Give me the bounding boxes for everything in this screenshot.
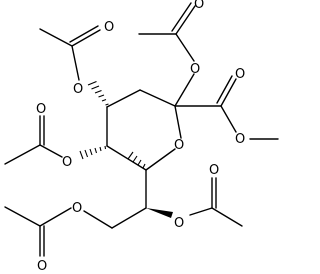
bond-ester-c-o-double-a: [220, 78, 237, 107]
bond-c7-ch2: [111, 207, 147, 229]
bond-acetoxy8-c-ch3: [4, 206, 41, 227]
bond-ch2-o: [83, 210, 113, 229]
atom-o-c5-acetoxy: O: [62, 155, 72, 170]
atom-o-side-acetoxy: O: [174, 216, 184, 231]
solid-wedge-c7-o: [146, 208, 173, 218]
bond-c3-c2: [139, 89, 176, 107]
bond-c2-o-ring: [174, 105, 182, 139]
atom-o-ester-methoxy: O: [235, 132, 245, 147]
molecule-structure: O O O O O O O O O O O O O: [4, 0, 279, 274]
atom-o-c4-acetoxy-carbonyl: O: [104, 20, 114, 35]
bond-ester-c-o-methoxy: [220, 105, 237, 133]
bond-acetoxy-c-o-double-b: [171, 2, 192, 32]
bond-o-ring-c6: [145, 148, 176, 171]
atom-o-ring: O: [174, 138, 184, 153]
bond-ester-c-o-double-b: [216, 75, 233, 104]
atom-o-c5-acetoxy-carbonyl: O: [36, 102, 46, 117]
bond-acetoxy7-c-ch3: [211, 207, 243, 227]
bond-o-acetoxy-c: [175, 33, 195, 62]
atom-o-ch2-acetoxy: O: [72, 201, 82, 216]
bond-acetoxy4-c-o: [71, 45, 80, 81]
bonds: [4, 2, 279, 257]
bond-c4-c3: [106, 89, 141, 108]
bond-acetoxy4-c-ch3: [39, 28, 73, 47]
hashed-wedge-c4-o: [87, 80, 109, 106]
bond-o-acetoxy7-c: [189, 207, 213, 216]
bond-acetoxy4-c-o-double-b: [69, 25, 99, 43]
atom-o-c4-acetoxy: O: [73, 82, 83, 97]
hashed-wedge-c5-o: [79, 145, 107, 160]
atom-o-c2-acetoxy: O: [190, 62, 200, 77]
atom-o-ch2-acetoxy-carbonyl: O: [37, 259, 47, 274]
atom-o-c2-acetoxy-carbonyl: O: [194, 0, 204, 12]
stereo-bonds: [79, 80, 173, 218]
bond-c6-c5: [106, 145, 147, 171]
bond-o-acetoxy8-c: [39, 207, 72, 227]
bond-acetoxy4-c-o-double-a: [71, 29, 101, 47]
bond-acetoxy-c-o-double-a: [175, 5, 196, 35]
bond-acetoxy5-o-c: [39, 144, 63, 158]
atom-o-ester-carbonyl: O: [235, 67, 245, 82]
atom-labels: O O O O O O O O O O O O O: [36, 0, 245, 274]
bond-acetoxy5-c-ch3: [4, 144, 41, 165]
hashed-wedge-c6: [127, 151, 146, 169]
atom-o-side-acetoxy-carbonyl: O: [209, 163, 219, 178]
bond-c2-o-acetoxy: [174, 73, 195, 107]
